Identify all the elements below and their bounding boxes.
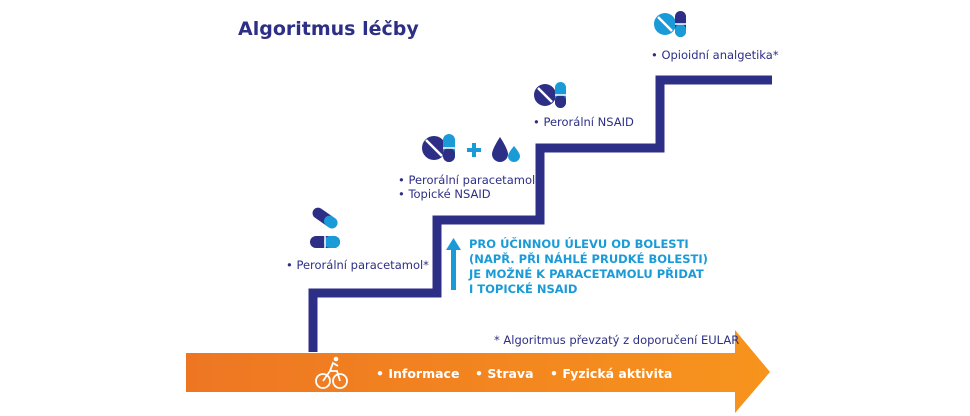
base-item-fyzicka-aktivita: • Fyzická aktivita bbox=[550, 366, 673, 381]
pill-icon bbox=[422, 134, 455, 162]
base-item-strava: • Strava bbox=[475, 366, 534, 381]
cyclist-icon bbox=[315, 356, 348, 389]
pill-icon-3 bbox=[534, 82, 566, 108]
base-item-informace: • Informace bbox=[376, 366, 460, 381]
info-line-4: I TOPICKÉ NSAID bbox=[469, 282, 578, 296]
step-3-item: • Perorální NSAID bbox=[533, 115, 634, 129]
up-arrow-icon bbox=[446, 238, 461, 290]
staircase bbox=[308, 75, 772, 352]
drops-icon bbox=[492, 137, 520, 162]
step-2-item-2: • Topické NSAID bbox=[398, 187, 491, 201]
step-2-item-1: • Perorální paracetamol bbox=[398, 173, 536, 187]
info-line-1: PRO ÚČINNOU ÚLEVU OD BOLESTI bbox=[469, 237, 689, 251]
info-line-2: (NAPŘ. PŘI NÁHLÉ PRUDKÉ BOLESTI) bbox=[469, 252, 708, 266]
base-arrow bbox=[186, 330, 770, 413]
step-4-item: • Opioidní analgetika* bbox=[651, 48, 779, 62]
info-line-3: JE MOŽNÉ K PARACETAMOLU PŘIDAT bbox=[469, 267, 704, 281]
step-1-item: • Perorální paracetamol* bbox=[286, 258, 429, 272]
page-title: Algoritmus léčby bbox=[238, 18, 419, 40]
capsule-icon-2 bbox=[310, 236, 340, 248]
footnote: * Algoritmus převzatý z doporučení EULAR bbox=[494, 333, 740, 347]
capsule-icon bbox=[312, 207, 338, 229]
plus-icon bbox=[467, 143, 481, 157]
pill-icon-4 bbox=[654, 11, 686, 37]
